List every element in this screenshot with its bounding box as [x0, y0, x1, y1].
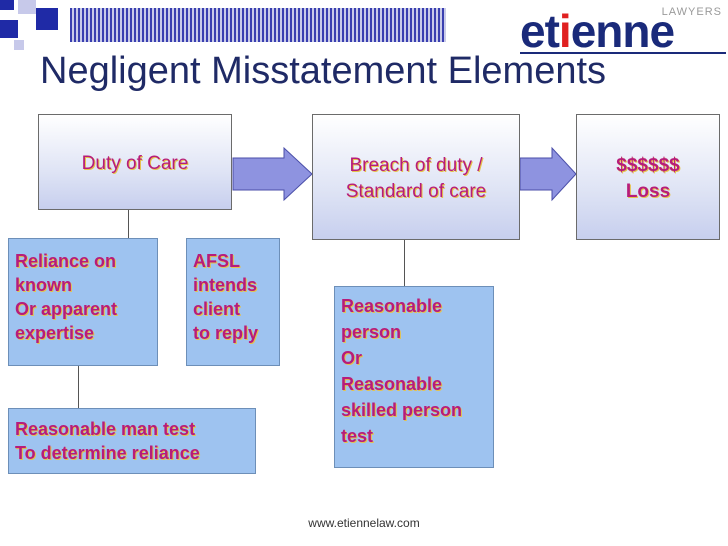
breach-of-duty-box: Breach of duty / Standard of care: [312, 114, 520, 240]
afsl-note: AFSL intends client to reply: [186, 238, 280, 366]
connector-line: [404, 240, 405, 286]
duty-of-care-box: Duty of Care: [38, 114, 232, 210]
arrow-breach-to-loss: [519, 146, 577, 202]
breach-of-duty-label: Breach of duty / Standard of care: [345, 155, 487, 202]
connector-line: [78, 366, 79, 408]
slide-title: Negligent Misstatement Elements: [40, 50, 607, 92]
reasonable-person-note-text: Reasonable person Or Reasonable skilled …: [341, 296, 463, 446]
footer-url: www.etiennelaw.com: [308, 516, 420, 530]
connector-line: [128, 210, 129, 238]
decor-square: [0, 0, 14, 10]
reasonable-person-note: Reasonable person Or Reasonable skilled …: [334, 286, 494, 468]
logo-underline: [520, 52, 726, 54]
loss-label: $$$$$$ Loss: [616, 155, 680, 202]
decor-stripe-bar: [70, 8, 446, 42]
decor-square: [36, 8, 58, 30]
logo-wordmark: etienne: [520, 5, 675, 57]
etienne-logo: LAWYERS etienne: [520, 6, 726, 54]
decor-square: [0, 20, 18, 38]
duty-of-care-label: Duty of Care: [81, 153, 189, 174]
arrow-duty-to-breach: [232, 146, 313, 202]
reasonable-man-note-text: Reasonable man test To determine relianc…: [15, 419, 200, 463]
afsl-note-text: AFSL intends client to reply: [193, 251, 259, 343]
reliance-note: Reliance on known Or apparent expertise: [8, 238, 158, 366]
reasonable-man-note: Reasonable man test To determine relianc…: [8, 408, 256, 474]
decor-square: [18, 0, 36, 14]
reliance-note-text: Reliance on known Or apparent expertise: [15, 251, 118, 343]
decor-square: [14, 40, 24, 50]
loss-box: $$$$$$ Loss: [576, 114, 720, 240]
logo-tagline: LAWYERS: [661, 6, 722, 18]
